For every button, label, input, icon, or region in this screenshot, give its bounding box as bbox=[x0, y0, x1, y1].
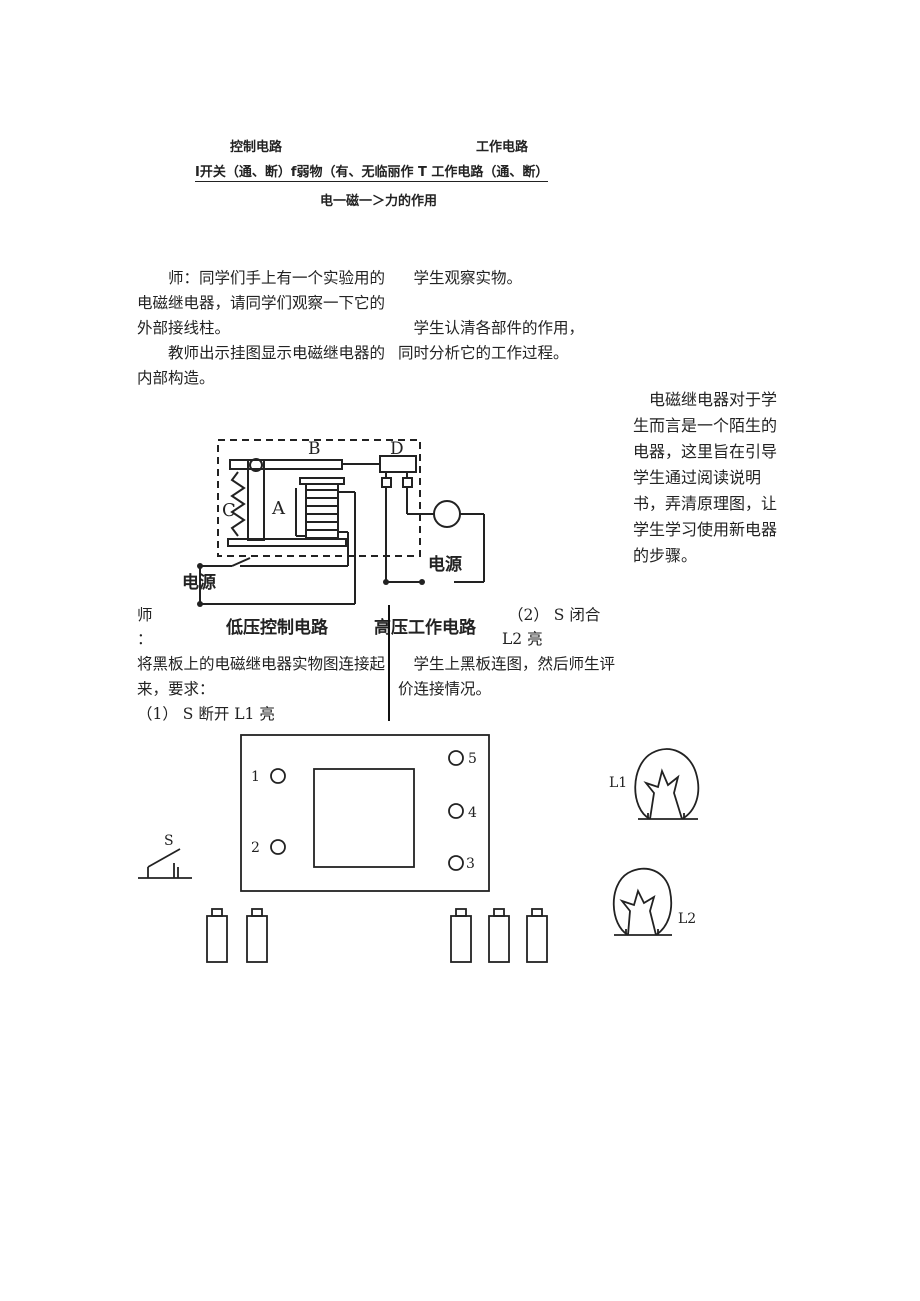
flow-line: I开关（通、断）f弱物（有、无临丽作 T 工作电路（通、断） bbox=[195, 161, 549, 182]
teacher-shi: 师 bbox=[137, 606, 153, 624]
low-voltage-label: 低压控制电路 bbox=[226, 618, 328, 638]
lamp-l1 bbox=[634, 748, 700, 820]
spring bbox=[230, 471, 246, 537]
power-label-right: 电源 bbox=[428, 554, 462, 575]
terminal-2 bbox=[270, 839, 286, 855]
terminal-label-5: 5 bbox=[468, 751, 477, 767]
column-divider bbox=[388, 605, 390, 721]
terminal-1 bbox=[270, 768, 286, 784]
terminal-label-4: 4 bbox=[468, 805, 477, 821]
control-circuit-label: 控制电路 bbox=[230, 140, 283, 155]
teacher-paragraph-1: 师：同学们手上有一个实验用的电磁继电器，请同学们观察一下它的外部接线柱。 bbox=[137, 269, 386, 337]
terminal-3 bbox=[448, 855, 464, 871]
relay-diagram: A B C D 电源 电源 bbox=[182, 439, 485, 607]
battery-right-3 bbox=[526, 908, 548, 963]
terminal-label-2: 2 bbox=[251, 840, 260, 856]
teacher-paragraph-3: 将黑板上的电磁继电器实物图连接起来，要求： bbox=[137, 655, 386, 698]
label-d: D bbox=[390, 439, 404, 459]
lamp-l2-label: L2 bbox=[678, 911, 696, 927]
principle-line: 电一磁一＞力的作用 bbox=[320, 194, 438, 209]
relay-board bbox=[240, 734, 490, 892]
label-a: A bbox=[271, 498, 286, 519]
teacher-colon: ： bbox=[137, 630, 153, 648]
work-circuit-label: 工作电路 bbox=[476, 140, 529, 155]
switch-s bbox=[138, 848, 192, 879]
student-paragraph-3: 学生上黑板连图，然后师生评价连接情况。 bbox=[398, 655, 616, 698]
switch-label: S bbox=[164, 833, 174, 849]
lamp-l2 bbox=[612, 867, 673, 936]
terminal-label-3: 3 bbox=[466, 856, 475, 872]
requirement-2b: L2 亮 bbox=[502, 630, 543, 648]
armature bbox=[229, 459, 343, 470]
student-paragraph-2: 学生认清各部件的作用，同时分析它的工作过程。 bbox=[398, 319, 585, 362]
requirement-2a: （2） S 闭合 bbox=[508, 606, 601, 624]
terminal-label-1: 1 bbox=[251, 769, 260, 785]
relay-enclosure bbox=[217, 439, 421, 557]
power-label-left: 电源 bbox=[182, 572, 216, 593]
lamp-l1-label: L1 bbox=[609, 775, 627, 791]
label-c: C bbox=[222, 500, 236, 521]
student-paragraph-1: 学生观察实物。 bbox=[413, 269, 523, 287]
relay-window bbox=[313, 768, 415, 868]
requirement-1: （1） S 断开 L1 亮 bbox=[137, 705, 275, 723]
terminal-5 bbox=[448, 750, 464, 766]
battery-left-1 bbox=[206, 908, 228, 963]
label-b: B bbox=[308, 439, 321, 459]
battery-left-2 bbox=[246, 908, 268, 963]
battery-right-1 bbox=[450, 908, 472, 963]
battery-right-2 bbox=[488, 908, 510, 963]
relay-base bbox=[227, 538, 347, 547]
lamp-circle bbox=[433, 500, 461, 528]
terminal-4 bbox=[448, 803, 464, 819]
note-paragraph: 电磁继电器对于学生而言是一个陌生的电器，这里旨在引导学生通过阅读说明书，弄清原理… bbox=[633, 390, 778, 565]
board-diagram: 1 2 3 4 5 S L1 L2 bbox=[138, 734, 700, 963]
teacher-paragraph-2: 教师出示挂图显示电磁继电器的内部构造。 bbox=[137, 344, 386, 387]
high-voltage-label: 高压工作电路 bbox=[374, 618, 476, 638]
